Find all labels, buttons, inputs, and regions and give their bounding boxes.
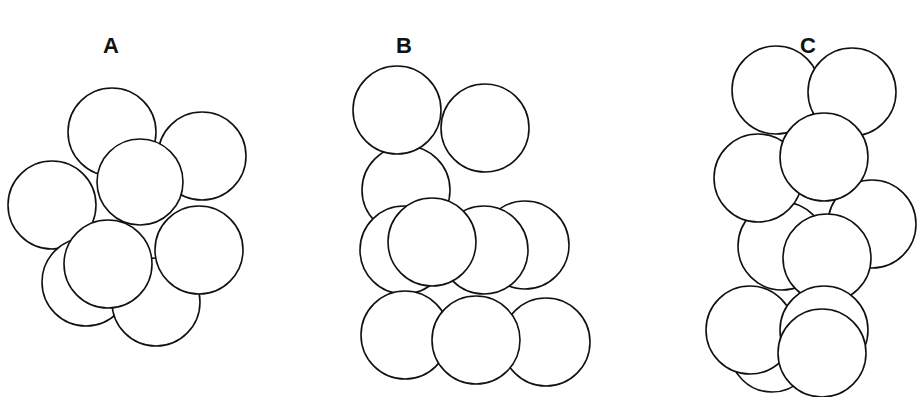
sphere: [353, 66, 441, 154]
cluster-b: [353, 66, 590, 386]
sphere: [441, 84, 529, 172]
cluster-a: [8, 88, 246, 346]
sphere: [780, 113, 868, 201]
sphere: [778, 309, 866, 397]
sphere: [432, 296, 520, 384]
sphere: [388, 198, 476, 286]
cluster-c: [706, 46, 916, 397]
panel-letter: B: [396, 35, 412, 57]
panel-letter: C: [800, 35, 816, 57]
sphere: [155, 206, 243, 294]
sphere: [64, 220, 152, 308]
sphere: [97, 139, 183, 225]
panel-letter: A: [103, 35, 119, 57]
